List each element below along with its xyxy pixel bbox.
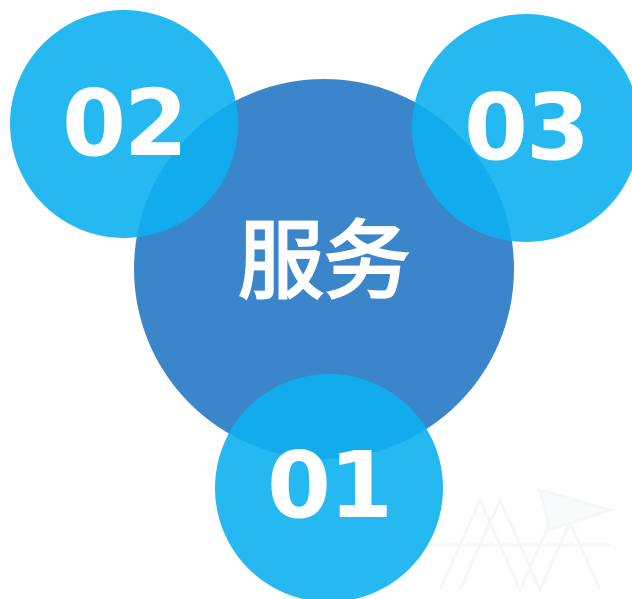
center-label: 服务: [238, 212, 410, 312]
number-01: 01: [266, 432, 393, 539]
number-03: 03: [463, 74, 590, 181]
number-02: 02: [61, 70, 188, 177]
watermark-pattern: [430, 487, 616, 594]
circle-03: [412, 14, 632, 242]
circle-02: [10, 10, 238, 238]
circle-01: [215, 374, 443, 599]
